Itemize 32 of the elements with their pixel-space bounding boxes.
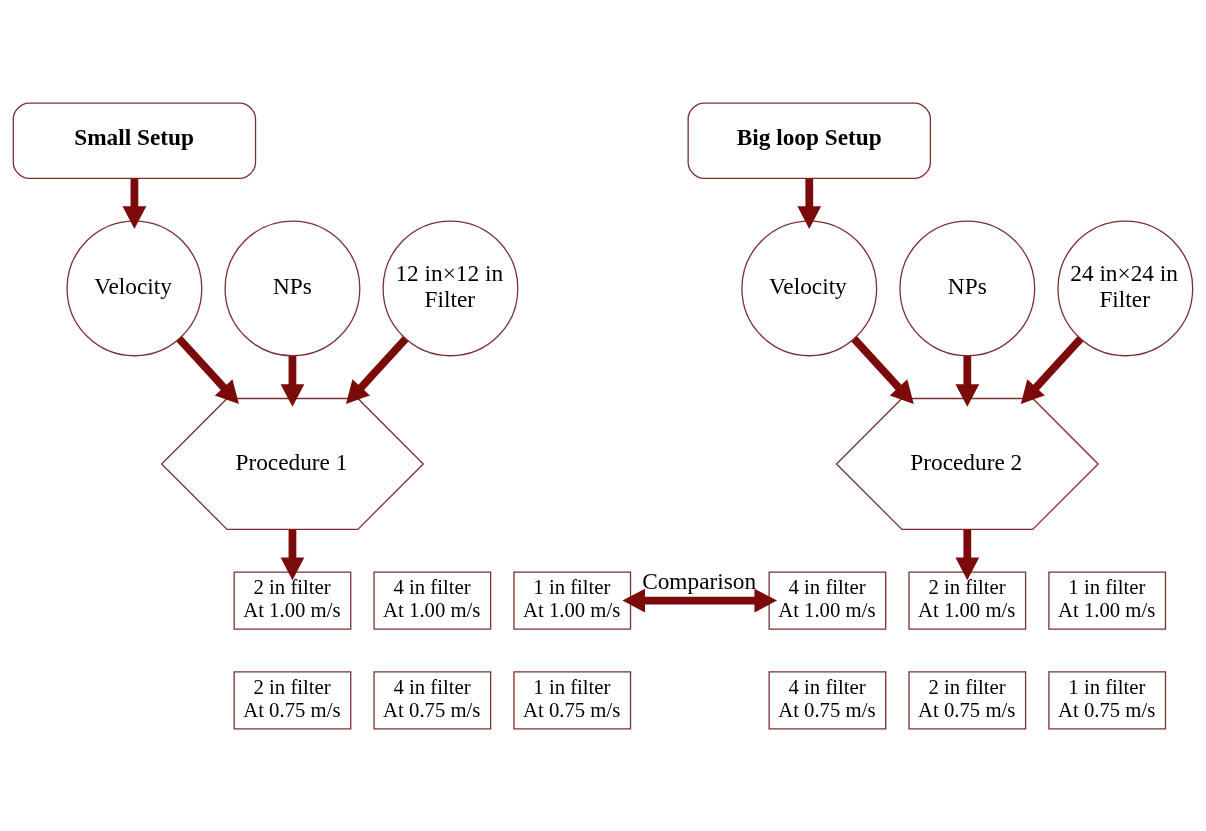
arrow (122, 178, 147, 229)
node-circle: Velocity (741, 219, 878, 356)
arrow (955, 529, 980, 580)
node-box: 2 in filter At 1.00 m/s (233, 570, 352, 630)
arrow (1020, 335, 1084, 404)
arrow (280, 529, 305, 580)
node-box: 2 in filter At 0.75 m/s (908, 670, 1027, 729)
node-circle: NPs (899, 219, 1036, 356)
arrow (280, 355, 305, 407)
node-box: 4 in filter At 0.75 m/s (373, 670, 492, 729)
node-box: Small Setup (12, 102, 257, 179)
node-box: 2 in filter At 1.00 m/s (908, 570, 1027, 630)
node-box: 1 in filter At 0.75 m/s (513, 670, 632, 729)
node-circle: NPs (224, 219, 361, 356)
node-box: 2 in filter At 0.75 m/s (233, 670, 352, 729)
node-box: 1 in filter At 1.00 m/s (513, 570, 632, 630)
node-circle: 12 in×12 in Filter (382, 219, 519, 356)
node-box: Big loop Setup (687, 102, 932, 179)
node-box: 1 in filter At 0.75 m/s (1048, 670, 1167, 729)
edge-label: Comparison (642, 567, 757, 594)
arrow (797, 178, 822, 229)
node-circle: Velocity (66, 219, 203, 356)
arrow (851, 335, 914, 404)
node-box: 4 in filter At 1.00 m/s (768, 570, 887, 630)
arrow (346, 335, 409, 404)
node-box: 1 in filter At 1.00 m/s (1048, 570, 1167, 630)
arrow (955, 355, 980, 407)
arrow (176, 335, 239, 404)
node-box: 4 in filter At 1.00 m/s (373, 570, 492, 630)
node-circle: 24 in×24 in Filter (1057, 219, 1194, 356)
arrow (622, 588, 778, 612)
node-box: 4 in filter At 0.75 m/s (768, 670, 887, 729)
